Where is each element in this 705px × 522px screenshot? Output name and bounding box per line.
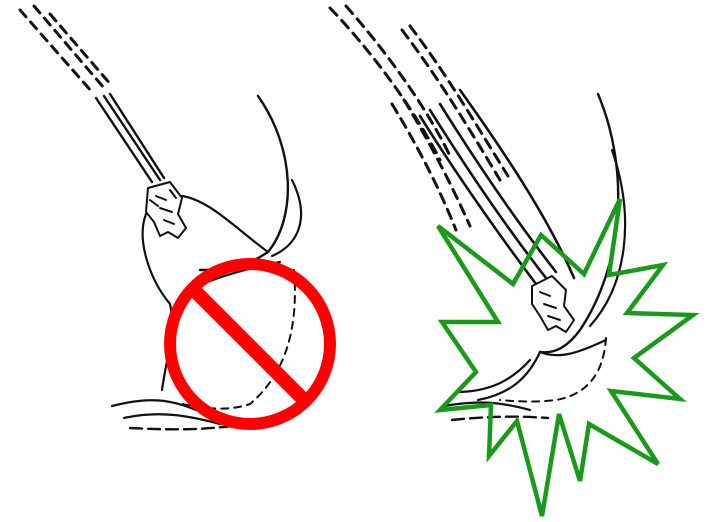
right-instrument-shaft (420, 90, 574, 284)
right-instrument-head (532, 276, 574, 332)
left-instrument-head (146, 182, 186, 238)
right-panel (330, 6, 625, 420)
left-instrument-shaft (96, 94, 164, 182)
left-wall-curve (200, 96, 288, 270)
left-panel (20, 6, 301, 429)
starburst-icon (438, 199, 693, 516)
prohibition-sign-icon (170, 264, 330, 424)
left-motion-lines (20, 6, 112, 92)
